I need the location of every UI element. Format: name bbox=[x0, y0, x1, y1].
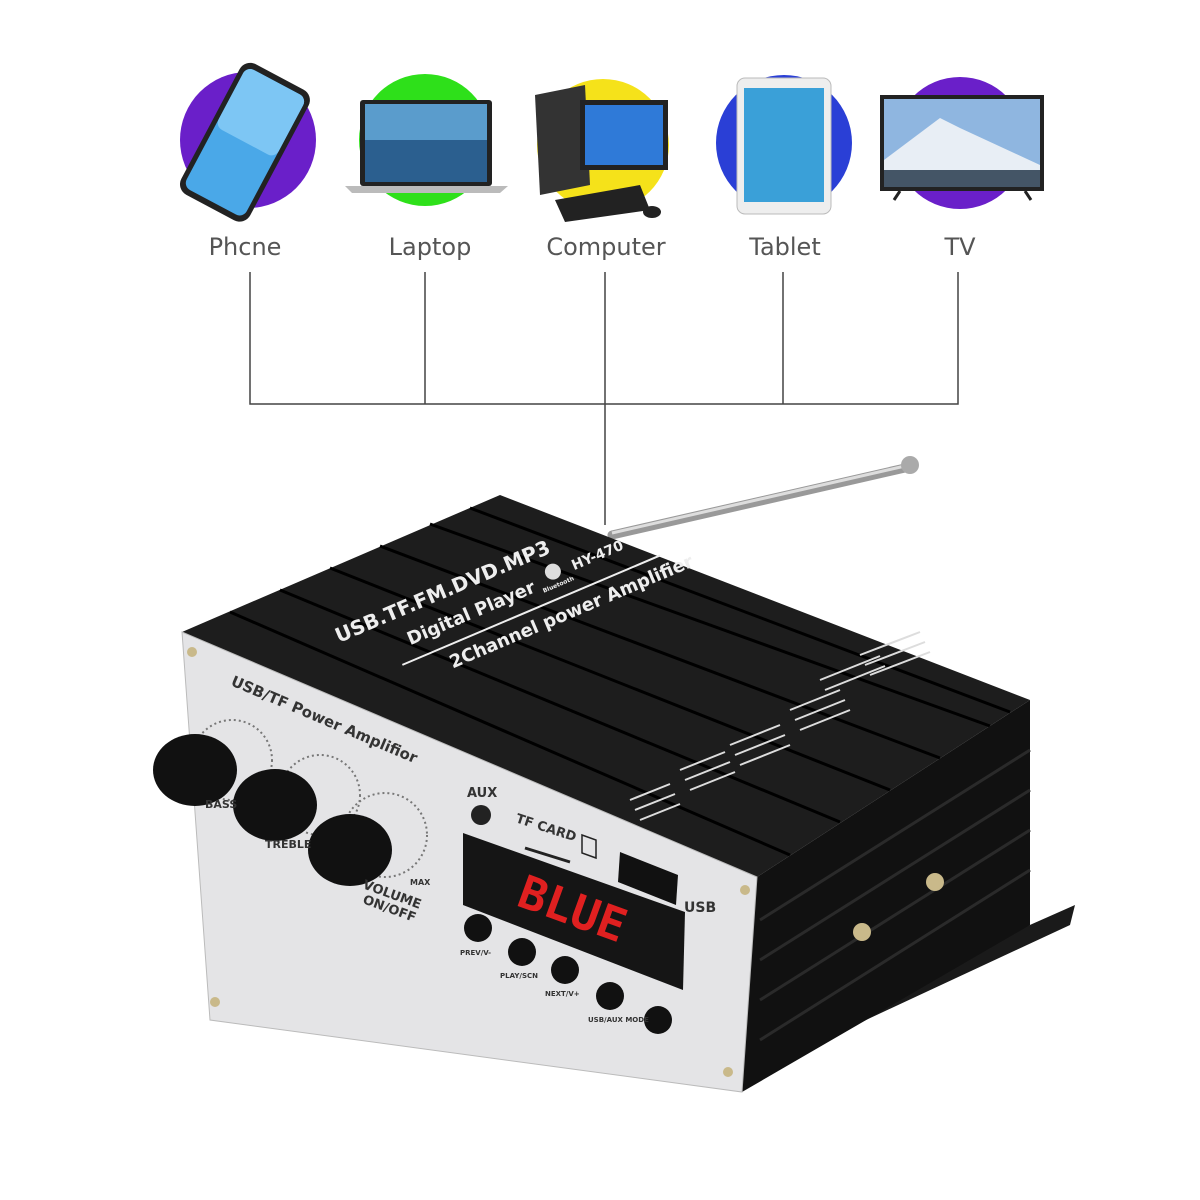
aux-jack[interactable] bbox=[471, 805, 491, 825]
vu-meter-graphic bbox=[629, 631, 931, 821]
antenna bbox=[607, 456, 919, 540]
device-tablet: Tablet bbox=[716, 75, 852, 261]
max-label: MAX bbox=[410, 878, 431, 887]
aux-label: AUX bbox=[467, 786, 497, 801]
button-label: USB/AUX MODE bbox=[588, 1016, 649, 1024]
device-tv: TV bbox=[880, 77, 1044, 261]
bass-label: BASS bbox=[205, 798, 237, 811]
button-label: NEXT/V+ bbox=[545, 990, 580, 998]
screw-icon bbox=[853, 923, 871, 941]
device-label: Phcne bbox=[209, 233, 282, 261]
screw-icon bbox=[187, 647, 197, 657]
bluetooth-icon bbox=[544, 563, 561, 580]
device-phone: Phcne bbox=[179, 62, 316, 261]
screw-icon bbox=[740, 885, 750, 895]
device-label: Tablet bbox=[748, 233, 820, 261]
device-computer: Computer bbox=[535, 79, 669, 261]
usb-label: USB bbox=[684, 900, 716, 916]
next-button[interactable] bbox=[551, 956, 579, 984]
screw-icon bbox=[210, 997, 220, 1007]
desktop-computer-icon bbox=[535, 85, 668, 222]
bass-knob[interactable] bbox=[153, 734, 237, 806]
screw-icon bbox=[723, 1067, 733, 1077]
volume-knob[interactable] bbox=[308, 814, 392, 886]
treble-knob[interactable] bbox=[233, 769, 317, 841]
side-face bbox=[742, 700, 1030, 1092]
screw-icon bbox=[926, 873, 944, 891]
connection-lines bbox=[249, 272, 959, 525]
device-label: TV bbox=[943, 233, 976, 261]
tf-card-slot[interactable] bbox=[524, 846, 571, 864]
device-laptop: Laptop bbox=[345, 74, 508, 261]
button-label: PREV/V- bbox=[460, 949, 491, 957]
top-face bbox=[182, 495, 1030, 877]
prev-button[interactable] bbox=[464, 914, 492, 942]
mode-button[interactable] bbox=[596, 982, 624, 1010]
repeat-button[interactable] bbox=[644, 1006, 672, 1034]
amplifier: USB.TF.FM.DVD.MP3 Digital Player Bluetoo… bbox=[153, 495, 1075, 1093]
tablet-icon bbox=[736, 77, 832, 215]
play-button[interactable] bbox=[508, 938, 536, 966]
sd-card-icon bbox=[581, 833, 597, 860]
device-label: Laptop bbox=[389, 233, 472, 261]
led-display bbox=[463, 833, 685, 990]
usb-port[interactable] bbox=[618, 852, 678, 905]
treble-label: TREBLE bbox=[265, 838, 311, 851]
tv-icon bbox=[880, 95, 1044, 201]
control-buttons bbox=[464, 914, 672, 1034]
button-label: PLAY/SCN bbox=[500, 972, 538, 980]
laptop-icon bbox=[345, 100, 508, 193]
smartphone-icon bbox=[179, 62, 310, 222]
knobs bbox=[153, 719, 428, 886]
device-label: Computer bbox=[546, 233, 665, 261]
